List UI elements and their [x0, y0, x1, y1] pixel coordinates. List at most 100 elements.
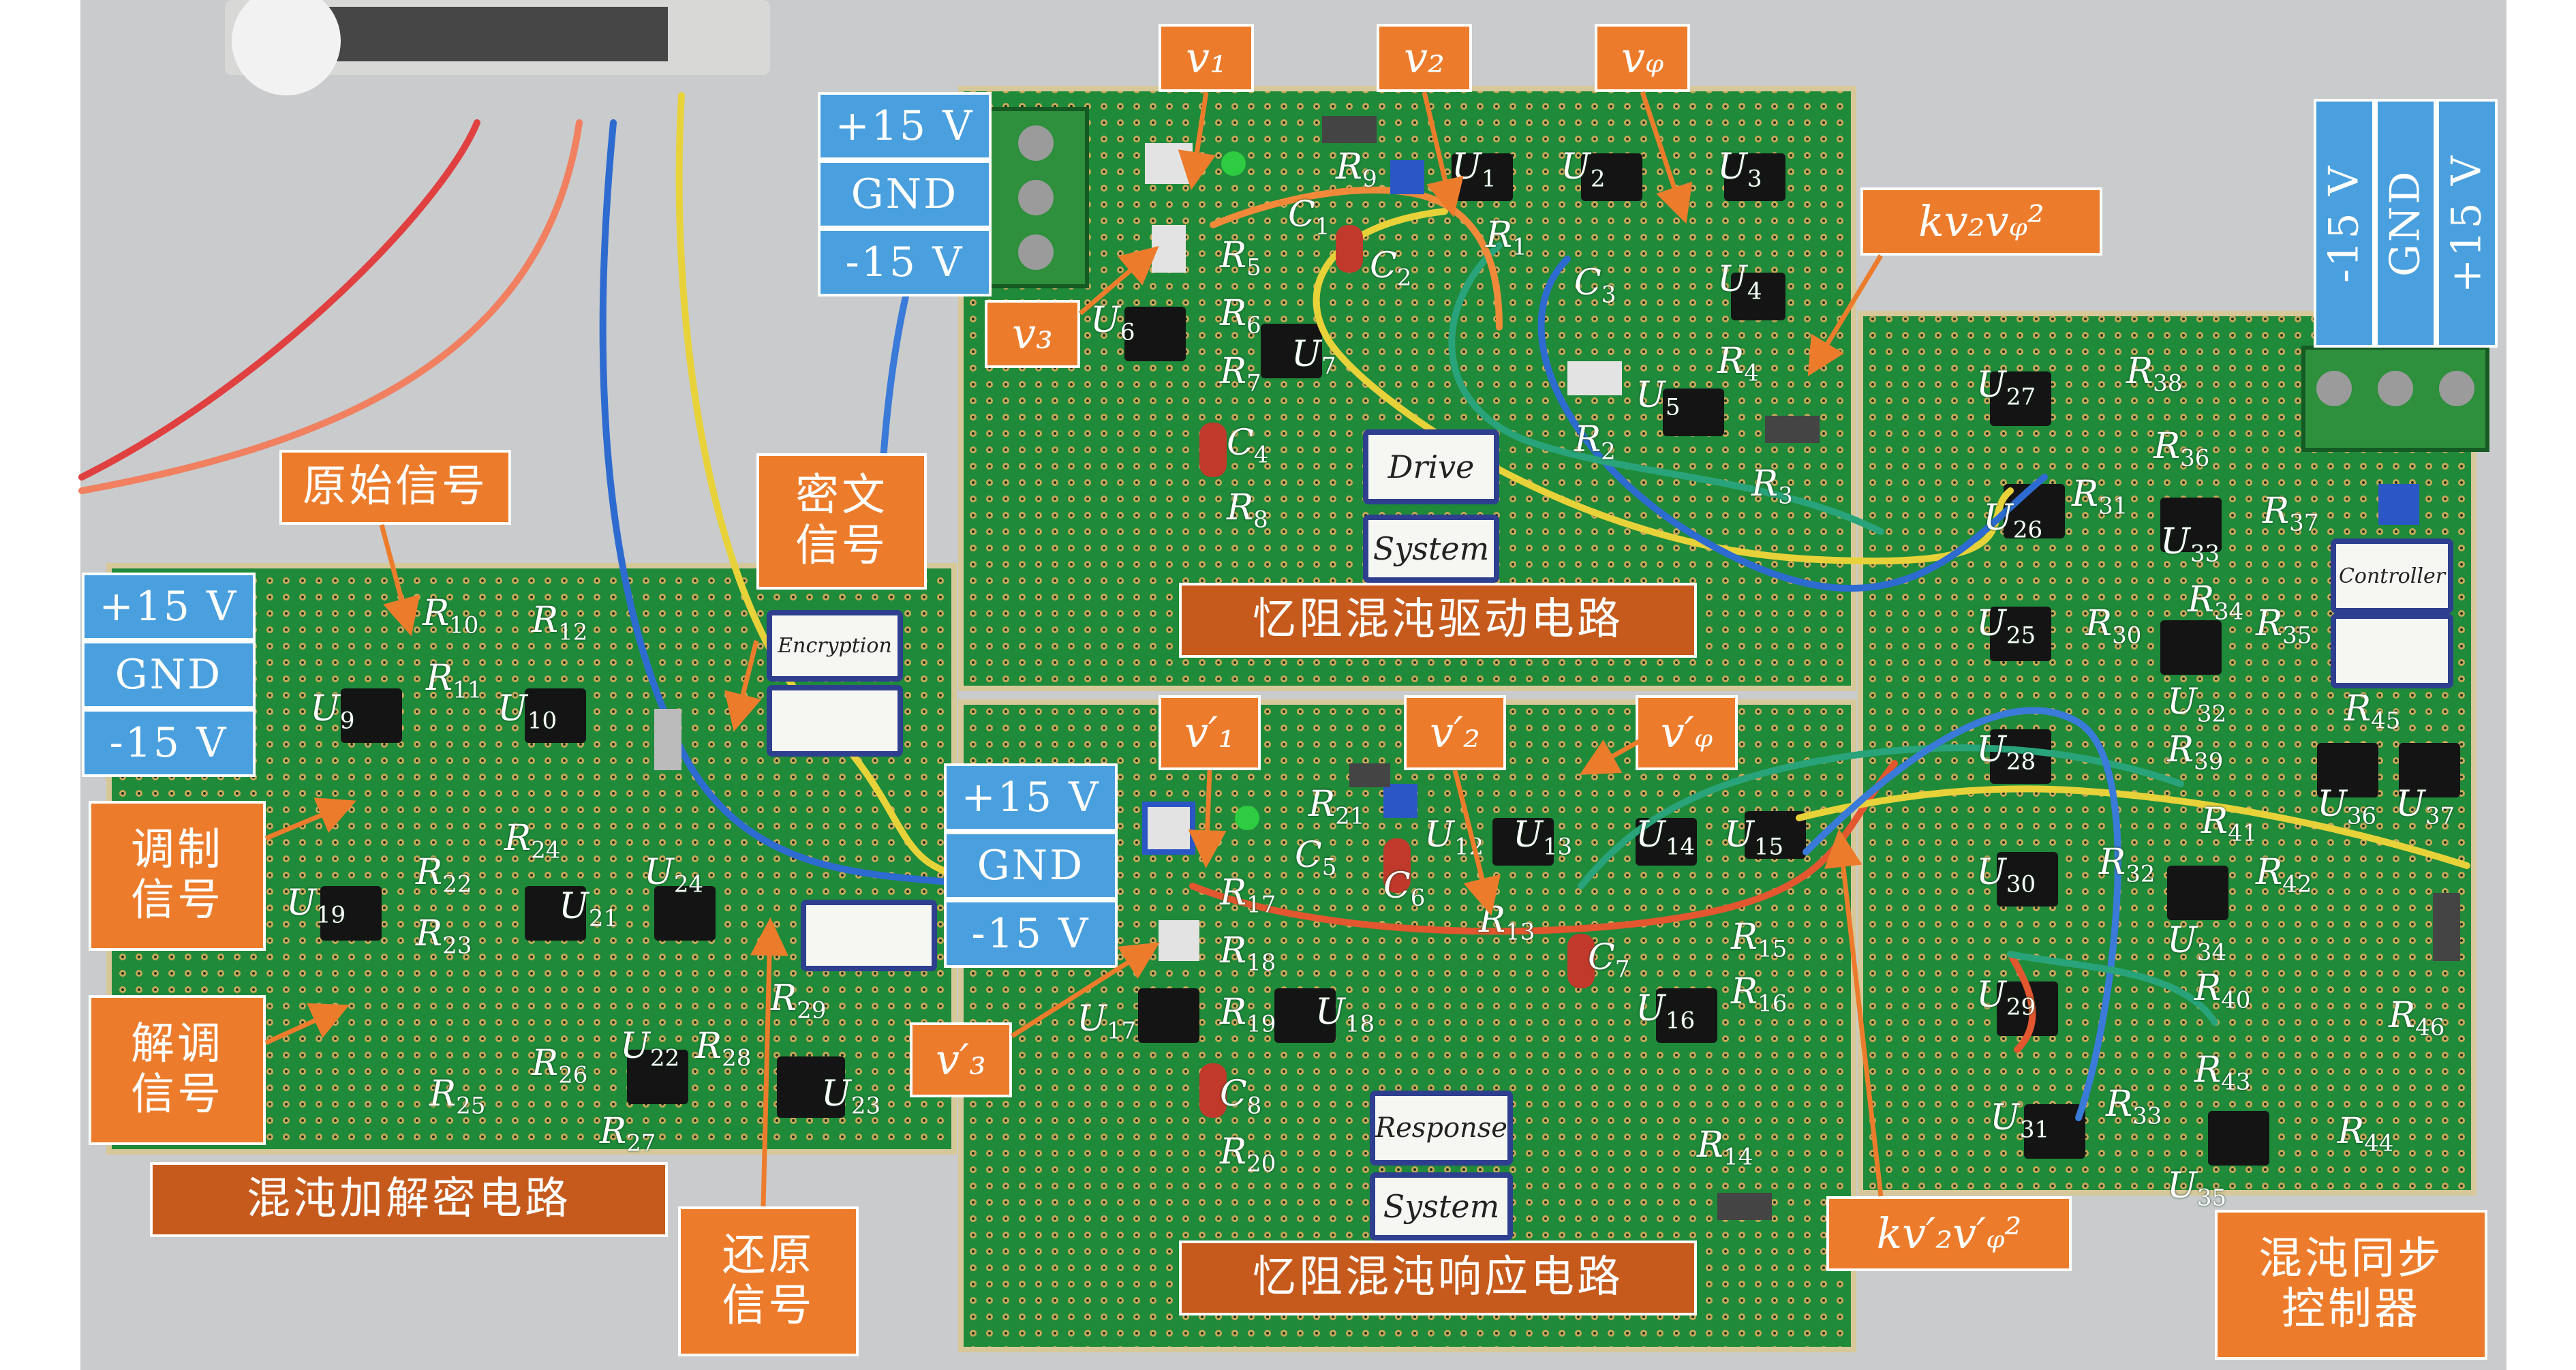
- component-u12: U12: [1424, 815, 1484, 861]
- label-resp-v1: v′₁: [1159, 695, 1261, 770]
- component-u15: U15: [1724, 815, 1784, 861]
- component-r32: R32: [2099, 842, 2156, 888]
- response-power-gnd: GND: [944, 832, 1118, 900]
- component-r8: R8: [1227, 487, 1268, 534]
- component-u25: U25: [1976, 603, 2036, 650]
- component-r20: R20: [1220, 1131, 1276, 1178]
- component-c7: C7: [1588, 937, 1630, 984]
- component-u19: U19: [286, 883, 346, 929]
- title-encrypt-circuit: 混沌加解密电路: [150, 1162, 668, 1237]
- component-r5: R5: [1220, 235, 1261, 281]
- controller-power-plus15: +15 V: [2436, 99, 2498, 348]
- component-u2: U2: [1561, 147, 1606, 193]
- plate-drive: Drive: [1363, 429, 1499, 504]
- label-drive-v3: v₃: [985, 300, 1080, 368]
- component-u4: U4: [1717, 259, 1762, 305]
- drive-power-minus15: -15 V: [818, 228, 992, 296]
- title-response-circuit: 忆阻混沌响应电路: [1179, 1240, 1697, 1315]
- component-r26: R26: [532, 1043, 588, 1089]
- component-r22: R22: [416, 852, 472, 898]
- component-r38: R38: [2126, 351, 2183, 397]
- component-r41: R41: [2201, 801, 2258, 847]
- component-r14: R14: [1697, 1125, 1753, 1171]
- component-r11: R11: [426, 658, 482, 704]
- component-r44: R44: [2337, 1111, 2394, 1157]
- component-r46: R46: [2389, 995, 2445, 1041]
- component-u29: U29: [1976, 975, 2036, 1021]
- label-cipher-signal: 密文 信号: [756, 453, 927, 590]
- component-u27: U27: [1976, 365, 2036, 411]
- component-r27: R27: [600, 1111, 656, 1157]
- component-u30: U30: [1976, 852, 2036, 898]
- drive-power-gnd: GND: [818, 160, 992, 228]
- component-r13: R13: [1479, 900, 1535, 946]
- component-r12: R12: [532, 600, 588, 646]
- label-resp-vphi: v′ᵩ: [1636, 695, 1738, 770]
- component-u26: U26: [1983, 498, 2043, 544]
- component-r2: R2: [1574, 419, 1616, 466]
- component-r23: R23: [416, 913, 472, 960]
- component-u3: U3: [1717, 147, 1762, 193]
- ic-chips: [320, 153, 2460, 1166]
- component-u10: U10: [497, 688, 557, 735]
- component-r16: R16: [1731, 971, 1788, 1018]
- label-drive-vphi: vᵩ: [1595, 24, 1690, 92]
- encrypt-power-gnd: GND: [82, 641, 256, 709]
- label-restored-signal: 还原 信号: [678, 1206, 859, 1356]
- label-resp-v2: v′₂: [1404, 695, 1506, 770]
- component-u24: U24: [644, 852, 704, 898]
- component-r45: R45: [2344, 688, 2401, 735]
- label-demodulated-signal: 解调 信号: [89, 995, 266, 1145]
- component-u31: U31: [1990, 1097, 2050, 1144]
- component-u37: U37: [2395, 784, 2455, 830]
- encrypt-power-plus15: +15 V: [82, 573, 256, 641]
- component-r9: R9: [1336, 147, 1377, 193]
- component-u23: U23: [821, 1074, 881, 1120]
- component-r36: R36: [2153, 426, 2210, 472]
- component-c5: C5: [1295, 835, 1337, 881]
- component-r37: R37: [2263, 491, 2319, 537]
- title-drive-circuit: 忆阻混沌驱动电路: [1179, 583, 1697, 658]
- component-u22: U22: [620, 1026, 680, 1072]
- component-u1: U1: [1452, 147, 1497, 193]
- component-c4: C4: [1227, 423, 1269, 469]
- component-u36: U36: [2317, 784, 2377, 830]
- component-r25: R25: [429, 1074, 486, 1120]
- response-power-minus15: -15 V: [944, 900, 1118, 968]
- component-u28: U28: [1976, 729, 2036, 776]
- component-r4: R4: [1717, 341, 1759, 387]
- title-sync-controller: 混沌同步 控制器: [2215, 1210, 2487, 1360]
- passive-parts: [654, 116, 2460, 1220]
- plate-decryption-blank: [801, 900, 937, 971]
- plate-response: Response: [1370, 1091, 1513, 1166]
- component-u33: U33: [2160, 521, 2220, 568]
- plate-controller: Controller: [2331, 538, 2453, 613]
- component-u6: U6: [1090, 300, 1135, 346]
- component-u21: U21: [559, 886, 619, 932]
- component-r43: R43: [2194, 1050, 2251, 1096]
- component-u5: U5: [1636, 375, 1681, 421]
- component-r28: R28: [695, 1026, 752, 1072]
- component-r6: R6: [1220, 293, 1261, 339]
- label-drive-v1: v₁: [1159, 24, 1254, 92]
- component-r10: R10: [423, 593, 479, 639]
- label-drive-v2: v₂: [1377, 24, 1472, 92]
- encrypt-power-minus15: -15 V: [82, 709, 256, 777]
- component-r3: R3: [1751, 463, 1793, 510]
- component-c6: C6: [1383, 866, 1426, 912]
- component-u9: U9: [310, 688, 355, 735]
- plate-response-system: System: [1370, 1172, 1513, 1240]
- component-c2: C2: [1370, 245, 1412, 292]
- component-c8: C8: [1220, 1074, 1262, 1120]
- component-r7: R7: [1220, 351, 1261, 397]
- component-r39: R39: [2167, 729, 2224, 776]
- component-c1: C1: [1288, 194, 1330, 241]
- label-drive-product: kv₂vᵩ²: [1860, 187, 2102, 256]
- component-r34: R34: [2188, 579, 2244, 626]
- controller-power-gnd: GND: [2375, 99, 2436, 348]
- component-c3: C3: [1574, 262, 1616, 309]
- component-r19: R19: [1220, 992, 1276, 1038]
- component-r15: R15: [1731, 917, 1788, 963]
- component-r24: R24: [504, 818, 561, 864]
- component-u34: U34: [2167, 920, 2227, 966]
